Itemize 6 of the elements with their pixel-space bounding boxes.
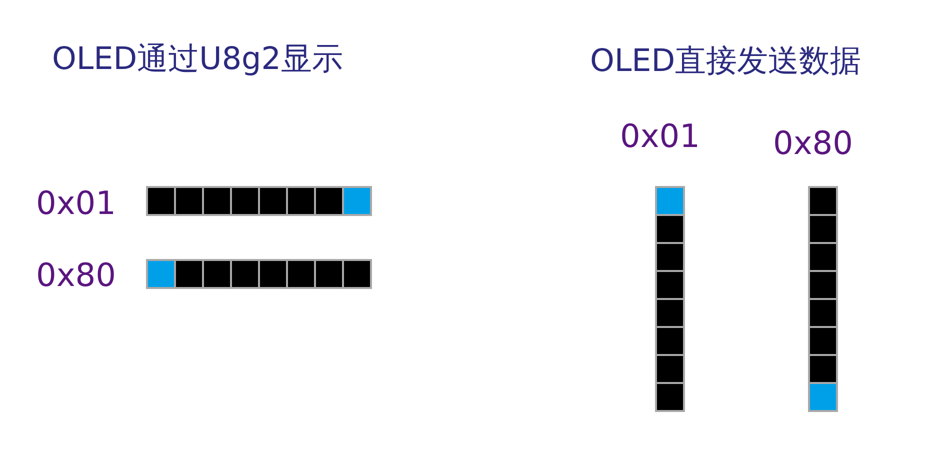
hex-value-label: 0x01 bbox=[620, 120, 700, 152]
hex-value-label: 0x80 bbox=[773, 127, 854, 159]
panel-heading: OLED直接发送数据 bbox=[590, 46, 862, 77]
hex-value-label: 0x01 bbox=[36, 187, 116, 219]
hex-value-label: 0x80 bbox=[36, 259, 116, 291]
panel-heading: OLED通过U8g2显示 bbox=[52, 44, 343, 75]
